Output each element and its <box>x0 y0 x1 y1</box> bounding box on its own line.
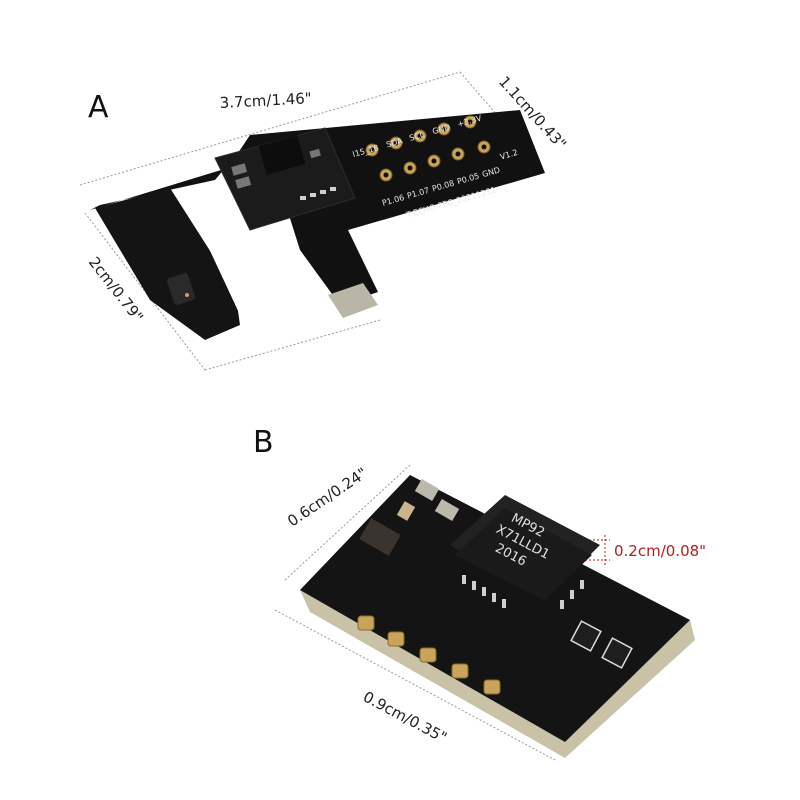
silk-top-3: SCL <box>408 130 426 143</box>
panel-a-module: I15_18 SDA SCL GND +3.3V P1.06 P1.07 P0.… <box>79 71 570 371</box>
dim-b-width: 0.6cm/0.24" <box>284 464 370 530</box>
dim-b-height: 0.2cm/0.08" <box>614 542 706 560</box>
panel-a-letter: A <box>88 90 109 125</box>
dim-b-length: 0.9cm/0.35" <box>360 688 450 747</box>
smd-components <box>359 478 460 556</box>
panel-b-letter: B <box>253 425 274 460</box>
sensor-board <box>300 475 690 742</box>
flex-gold-contact <box>328 283 378 318</box>
pressure-sensor-chip: MP92 X71LLD1 2016 <box>450 495 600 609</box>
castellated-pads <box>357 615 501 695</box>
left-sensor-chip <box>166 273 196 305</box>
panel-b-module: MP92 X71LLD1 2016 0.6cm/0.24" 0.9cm/0 <box>274 464 706 761</box>
dim-a-length: 3.7cm/1.46" <box>219 89 312 112</box>
